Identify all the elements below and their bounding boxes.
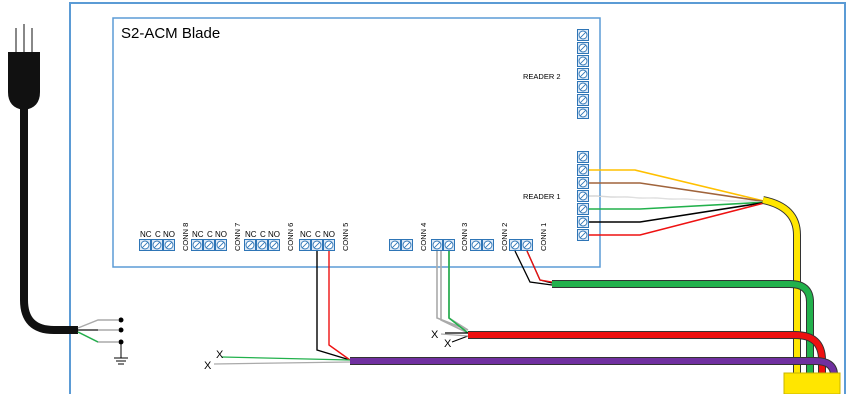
terminal-screw-icon	[521, 239, 533, 251]
terminal-screw-icon	[470, 239, 482, 251]
conn5-label: CONN 5	[341, 223, 350, 251]
enclosure-outline	[69, 2, 846, 394]
terminal-screw-icon	[577, 81, 589, 93]
blade-title: S2-ACM Blade	[121, 25, 220, 42]
terminal-screw-icon	[203, 239, 215, 251]
terminal-screw-icon	[577, 42, 589, 54]
terminal-screw-icon	[323, 239, 335, 251]
conn7-pin-c: C	[207, 230, 213, 239]
terminal-screw-icon	[401, 239, 413, 251]
terminal-screw-icon	[577, 107, 589, 119]
conn5-wires	[316, 251, 351, 361]
conn5-pin-nc: NC	[300, 230, 312, 239]
terminal-screw-icon	[163, 239, 175, 251]
terminal-screw-icon	[151, 239, 163, 251]
reader-1-label: READER 1	[523, 192, 561, 201]
conn8-pin-no: NO	[163, 230, 175, 239]
blade-board	[112, 17, 601, 268]
terminal-screw-icon	[191, 239, 203, 251]
conn7-pin-no: NO	[215, 230, 227, 239]
terminal-screw-icon	[299, 239, 311, 251]
unused-wire-marker: X	[216, 349, 224, 361]
terminal-screw-icon	[389, 239, 401, 251]
reader-1-cable	[762, 196, 801, 378]
conn3-cable	[468, 331, 826, 378]
terminal-screw-icon	[443, 239, 455, 251]
conn1-label: CONN 1	[539, 223, 548, 251]
unused-wire-marker: X	[444, 338, 452, 350]
reader-2-terminal-block	[577, 29, 589, 119]
reader-1-wires	[588, 169, 769, 236]
conn7-pin-nc: NC	[192, 230, 204, 239]
terminal-screw-icon	[577, 177, 589, 189]
terminal-screw-icon	[509, 239, 521, 251]
terminal-screw-icon	[431, 239, 443, 251]
conn6-pin-nc: NC	[245, 230, 257, 239]
line-terminal	[118, 317, 124, 323]
terminal-screw-icon	[577, 29, 589, 41]
conn6-pin-no: NO	[268, 230, 280, 239]
terminal-screw-icon	[482, 239, 494, 251]
terminal-screw-icon	[256, 239, 268, 251]
terminal-screw-icon	[577, 229, 589, 241]
terminal-screw-icon	[577, 164, 589, 176]
conn8-pin-nc: NC	[140, 230, 152, 239]
ground-symbol-icon	[114, 342, 128, 365]
terminal-screw-icon	[244, 239, 256, 251]
terminal-screw-icon	[215, 239, 227, 251]
terminal-screw-icon	[577, 151, 589, 163]
conn6-label: CONN 6	[286, 223, 295, 251]
conn4-label: CONN 4	[419, 223, 428, 251]
reader-2-label: READER 2	[523, 72, 561, 81]
terminal-screw-icon	[577, 55, 589, 67]
conn7-label: CONN 7	[233, 223, 242, 251]
terminal-screw-icon	[577, 190, 589, 202]
terminal-screw-icon	[577, 68, 589, 80]
terminal-screw-icon	[577, 94, 589, 106]
terminal-screw-icon	[268, 239, 280, 251]
neutral-terminal	[118, 327, 124, 333]
conn2-label: CONN 2	[500, 223, 509, 251]
conn6-pin-c: C	[260, 230, 266, 239]
power-cord	[20, 108, 78, 334]
unused-wire-marker: X	[431, 329, 439, 341]
unused-wire-marker: X	[204, 360, 212, 372]
terminal-screw-icon	[577, 203, 589, 215]
terminal-screw-icon	[139, 239, 151, 251]
conn8-pin-c: C	[155, 230, 161, 239]
terminal-screw-icon	[577, 216, 589, 228]
reader-1-terminal-block	[577, 151, 589, 241]
conn5-pin-c: C	[315, 230, 321, 239]
cable-junction-block	[783, 372, 841, 394]
terminal-screw-icon	[311, 239, 323, 251]
power-plug-icon	[8, 24, 40, 110]
conn8-label: CONN 8	[181, 223, 190, 251]
conn3-label: CONN 3	[460, 223, 469, 251]
conn5-pin-no: NO	[323, 230, 335, 239]
